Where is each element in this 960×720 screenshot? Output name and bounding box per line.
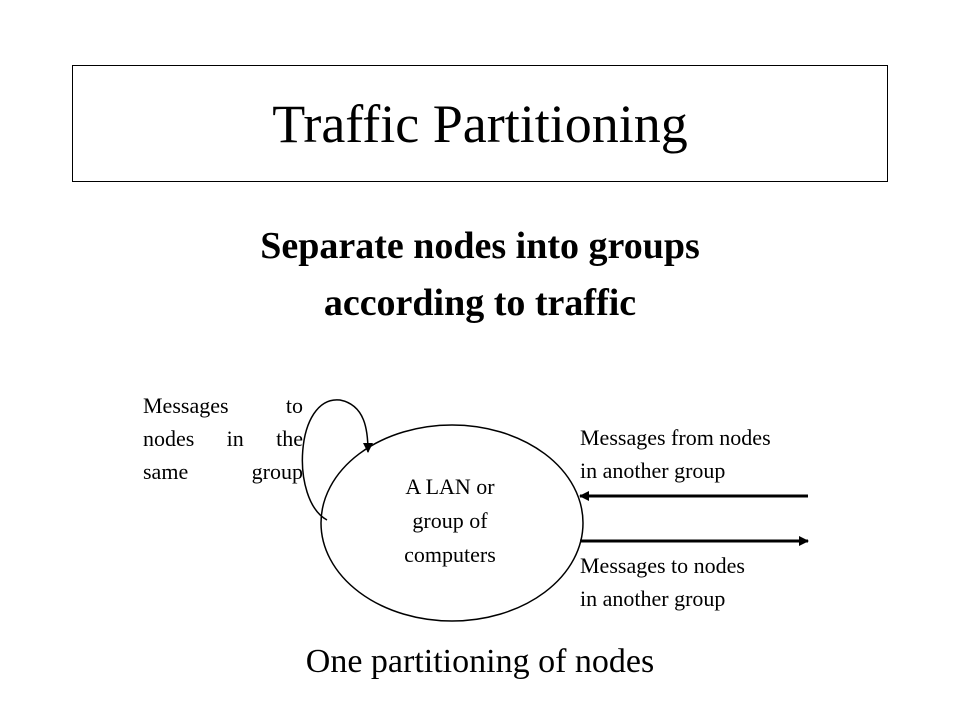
slide-title: Traffic Partitioning xyxy=(272,93,688,154)
node-label: A LAN or group of computers xyxy=(404,474,496,567)
title-box: Traffic Partitioning xyxy=(72,65,888,182)
self-loop-arrow xyxy=(301,399,373,521)
outgoing-label: Messages to nodes in another group xyxy=(580,553,745,611)
same-group-label: Messages to nodes in the same group xyxy=(143,393,303,484)
slide-subtitle: Separate nodes into groups according to … xyxy=(260,225,700,324)
diagram-caption: One partitioning of nodes xyxy=(305,643,655,680)
incoming-label: Messages from nodes in another group xyxy=(580,425,771,483)
node-group-ellipse xyxy=(320,424,584,622)
